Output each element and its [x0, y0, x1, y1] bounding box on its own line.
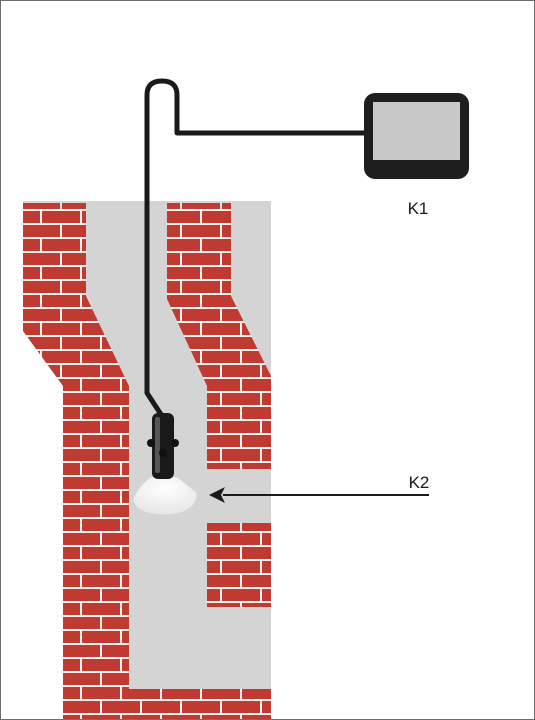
monitor-icon	[364, 93, 469, 179]
camera-label: K2	[409, 473, 430, 492]
bottom-brick-base	[63, 689, 271, 719]
upper-right-brick-wall	[167, 203, 271, 469]
inspection-cable	[144, 78, 371, 419]
arrow-left-icon	[209, 487, 429, 503]
camera-light-cone	[132, 476, 198, 516]
left-brick-wall	[23, 203, 129, 689]
chimney-brickwork	[23, 203, 271, 719]
monitor-label: K1	[408, 199, 429, 218]
camera-icon	[147, 413, 179, 479]
lower-right-brick-block	[207, 523, 271, 607]
